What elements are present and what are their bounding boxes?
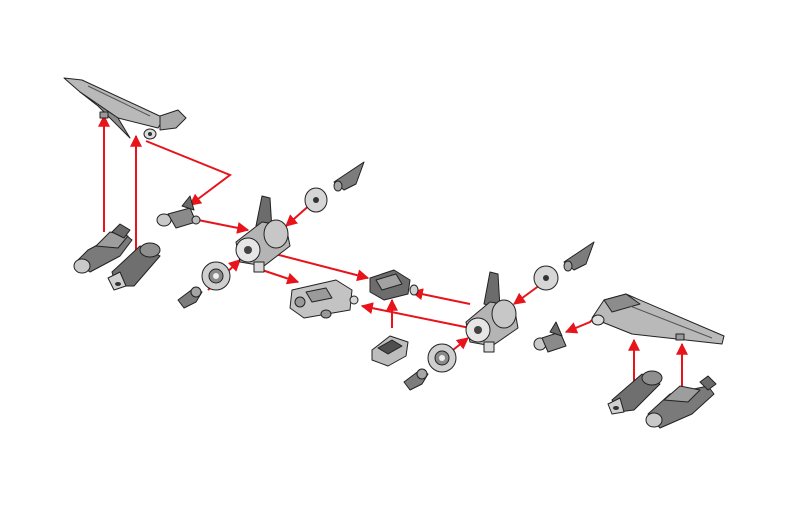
missile-right-a (607, 370, 663, 415)
arrow-clip-left-to-mount (197, 219, 250, 234)
arrow-washer-top-right-to-mount (513, 284, 541, 305)
arrow-wing-left-to-clip (145, 140, 233, 206)
washer-bottom-left (201, 261, 231, 291)
wing-left (63, 77, 187, 140)
nose-cone-top-right (563, 241, 595, 272)
small-block (371, 335, 409, 367)
center-joint (289, 279, 359, 319)
missile-left-a (73, 223, 133, 274)
nose-cone-bottom-left (177, 286, 203, 309)
fin-mount-left (235, 195, 291, 273)
washer-top-right (533, 265, 559, 291)
clip-left (156, 195, 201, 229)
arrow-mount-right-to-joint (360, 302, 471, 329)
clip-right (533, 321, 567, 353)
nose-cone-top-left (333, 161, 365, 192)
washer-bottom-right (427, 343, 457, 373)
center-connector (369, 269, 419, 301)
fin-mount-right (465, 271, 519, 353)
missile-right-b (645, 375, 717, 429)
nose-cone-bottom-right (403, 368, 429, 391)
wing-right (591, 293, 725, 345)
washer-top-left (304, 187, 328, 213)
arrow-mount-right-to-connector (410, 288, 471, 305)
missile-left-b (107, 242, 161, 291)
arrow-mount-left-to-joint (261, 269, 300, 285)
